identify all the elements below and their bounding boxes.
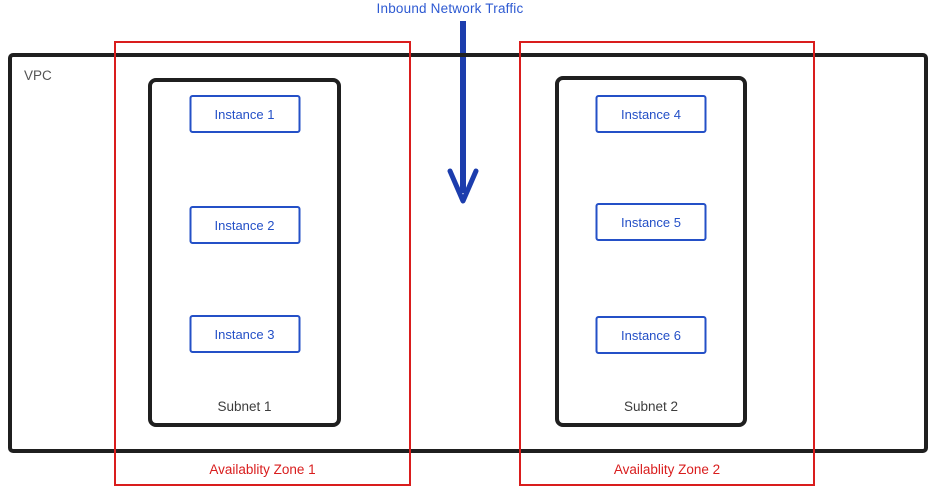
- subnet-1-label: Subnet 1: [217, 399, 272, 414]
- vpc-box: VPC: [8, 53, 928, 453]
- instance-2-box: Instance 2: [189, 206, 300, 244]
- availability-zone-1-box: Availablity Zone 1: [114, 41, 411, 486]
- instance-4-box: Instance 4: [595, 95, 707, 133]
- subnet-2-box: Instance 4 Instance 5 Instance 6 Subnet …: [555, 76, 747, 427]
- instance-1-box: Instance 1: [189, 95, 300, 133]
- vpc-label: VPC: [24, 68, 52, 83]
- availability-zone-1-label: Availablity Zone 1: [209, 462, 316, 477]
- instance-6-box: Instance 6: [595, 316, 707, 354]
- inbound-traffic-label: Inbound Network Traffic: [376, 1, 524, 16]
- down-arrow-icon: [447, 21, 479, 204]
- subnet-2-label: Subnet 2: [623, 399, 679, 414]
- availability-zone-2-label: Availablity Zone 2: [613, 462, 721, 477]
- instance-5-box: Instance 5: [595, 203, 707, 241]
- subnet-1-box: Instance 1 Instance 2 Instance 3 Subnet …: [148, 78, 341, 427]
- availability-zone-2-box: Availablity Zone 2: [519, 41, 815, 486]
- instance-3-box: Instance 3: [189, 315, 300, 353]
